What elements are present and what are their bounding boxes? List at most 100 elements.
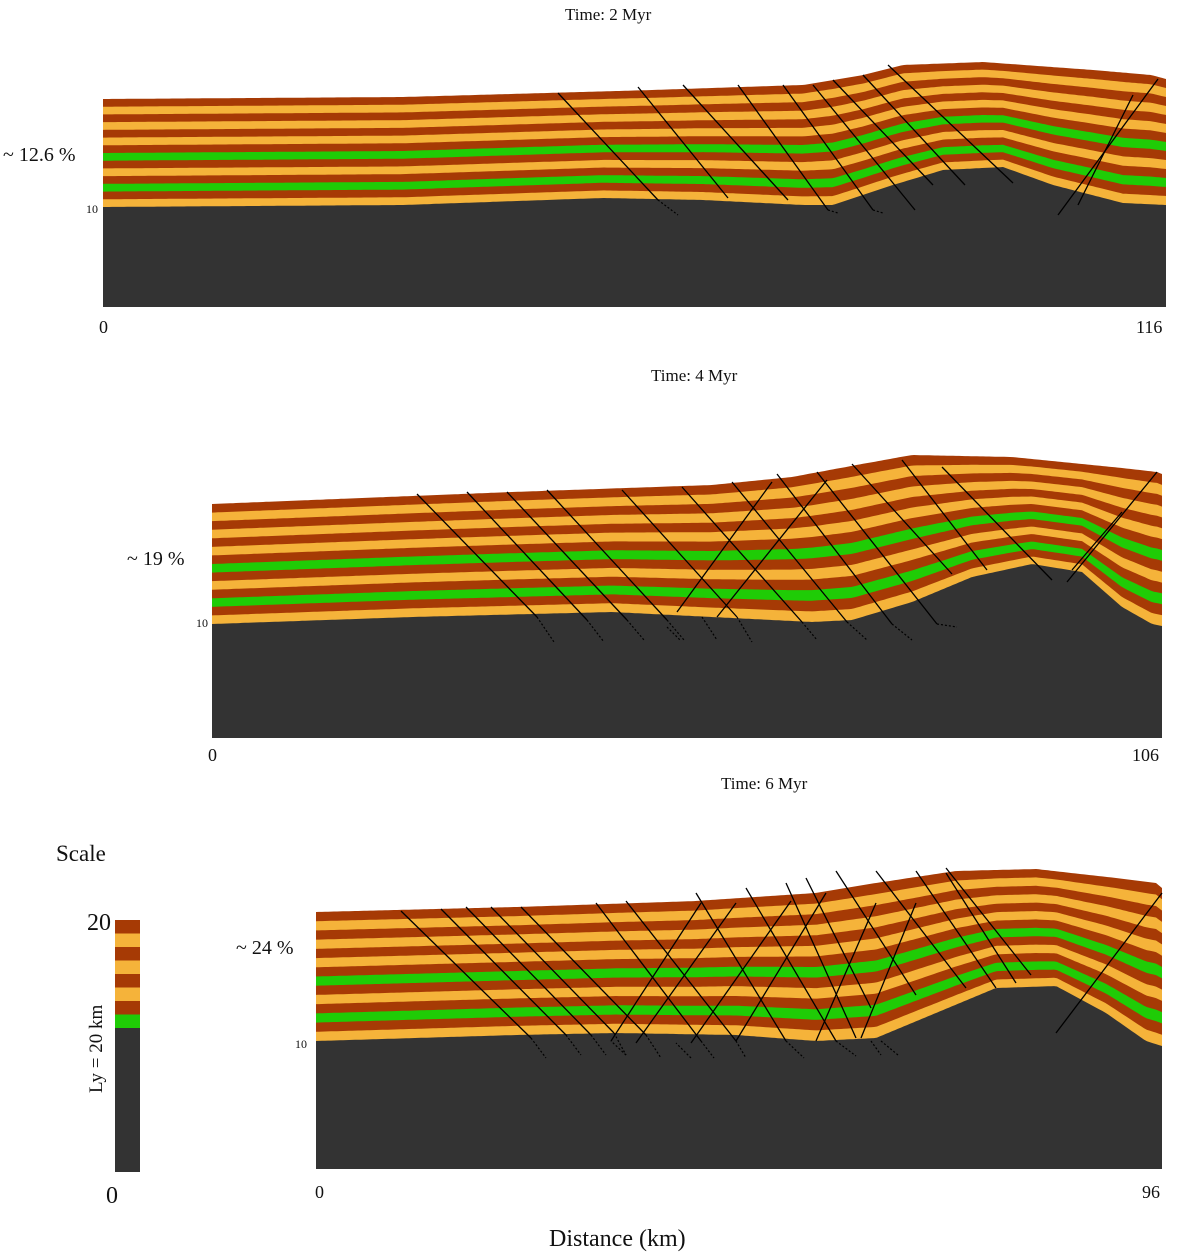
panel-3-fault-7 (625, 900, 737, 1042)
scale-layer-8 (115, 1014, 140, 1029)
panel-3-fault-extension-9 (835, 1040, 857, 1057)
panel-2-fault-11 (901, 459, 988, 571)
panel-2-fault-3 (506, 491, 628, 621)
panel-2-fault-6 (681, 486, 803, 623)
panel-3-fault-6 (595, 902, 702, 1042)
panel-1-layer-1 (103, 62, 1166, 108)
panel-3-shortening-label: ~ 24 % (236, 937, 294, 959)
panel-1-fault-7 (832, 79, 934, 186)
panel-1-x-end: 116 (1136, 317, 1163, 337)
panel-2-layer-6 (212, 496, 1162, 556)
panel-2-layer-9 (212, 519, 1162, 582)
panel-2-fault-1 (416, 493, 538, 618)
panel-2-fault-extension-11 (666, 626, 681, 641)
panel-2-fault-extension-8 (891, 623, 913, 641)
x-axis-label: Distance (km) (549, 1226, 686, 1252)
panel-3-fault-extension-8 (785, 1040, 805, 1059)
scale-layer-2 (115, 933, 140, 948)
panel-2-layer-12 (212, 541, 1162, 608)
panel-3-fault-1 (400, 910, 532, 1039)
scale-layer-4 (115, 960, 140, 975)
panel-3-fault-extension-13 (675, 1042, 692, 1059)
panel-1-layer-2 (103, 69, 1166, 115)
panel-2-layer-2 (212, 464, 1162, 522)
panel-2-fault-extension-7 (846, 621, 868, 641)
panel-2-layer-4 (212, 480, 1162, 539)
panel-1-fault-6 (812, 84, 916, 211)
panel-2-layer-5 (212, 488, 1162, 548)
panel-3-layer-9 (316, 936, 1162, 996)
panel-2-layer-14 (212, 556, 1162, 627)
panel-3-basement (316, 986, 1162, 1169)
scale-title: Scale (56, 841, 106, 866)
panel-2-fault-10 (851, 463, 953, 575)
panel-1-layer-3 (103, 77, 1166, 123)
panel-3-fault-13 (875, 870, 967, 989)
panel-1-depth-tick: 10 (86, 202, 98, 216)
panel-3-fault-extension-3 (590, 1034, 607, 1056)
panel-3-fault-19 (690, 900, 792, 1044)
panel-3-fault-extension-10 (870, 1040, 882, 1056)
panel-3-fault-3 (465, 906, 592, 1036)
panel-2-fault-extension-4 (666, 619, 685, 641)
panel-3-fault-extension-12 (610, 1040, 627, 1056)
scale-layer-1 (115, 920, 140, 934)
panel-3-fault-15 (945, 872, 1017, 984)
panel-1-fault-extension-2 (827, 209, 839, 214)
panel-1-basement (103, 167, 1166, 307)
panel-2-layer-13 (212, 549, 1162, 616)
panel-3-x-end: 96 (1142, 1182, 1160, 1202)
panel-2-fault-16 (716, 479, 828, 618)
panel-3-fault-18 (635, 902, 737, 1044)
panel-3-fault-9 (745, 887, 837, 1042)
panel-1-fault-9 (887, 64, 1014, 184)
panel-3-fault-10 (785, 882, 857, 1039)
panel-3-fault-20 (735, 892, 827, 1042)
scale-height-label: Ly = 20 km (86, 1004, 107, 1093)
panel-1-layer-4 (103, 84, 1166, 131)
panel-3-layer-10 (316, 944, 1162, 1005)
panel-1-fault-1 (557, 92, 659, 201)
panel-2-fault-13 (1066, 471, 1158, 583)
panel-3-layer-2 (316, 877, 1162, 931)
panel-3-layer-11 (316, 953, 1162, 1014)
panel-3-fault-12 (835, 870, 917, 996)
panel-1-x-start: 0 (99, 317, 108, 337)
panel-2-fault-12 (941, 466, 1053, 581)
panel-3-fault-16 (945, 867, 1032, 976)
panel-1-fault-extension-1 (657, 199, 679, 216)
panel-1-fault-5 (782, 84, 874, 211)
panel-1-fault-2 (637, 86, 729, 199)
panel-2-fault-5 (621, 489, 738, 618)
panel-2-layer-7 (212, 504, 1162, 565)
panel-3-fault-5 (520, 906, 647, 1036)
panel-3-layer-13 (316, 969, 1162, 1036)
panel-3-fault-22 (860, 902, 917, 1039)
panel-3-layer-8 (316, 927, 1162, 987)
panel-3-fault-extension-7 (735, 1040, 747, 1059)
panel-2-layer-11 (212, 534, 1162, 599)
panel-1-layer-9 (103, 122, 1166, 169)
panel-3-fault-extension-5 (645, 1034, 662, 1059)
panel-1-fault-8 (862, 74, 966, 186)
panel-2-fault-extension-1 (536, 616, 555, 643)
panel-3-x-start: 0 (315, 1182, 324, 1202)
panel-2-fault-extension-10 (701, 616, 718, 641)
scale-basement (115, 1028, 140, 1172)
panel-3-fault-4 (490, 906, 615, 1034)
panel-1-fault-3 (682, 84, 789, 201)
panel-2-fault-extension-3 (626, 619, 645, 641)
panel-3-fault-extension-6 (700, 1040, 715, 1059)
panel-3-fault-11 (805, 877, 872, 1009)
panel-2-shortening-label: ~ 19 % (127, 548, 185, 570)
panel-3-layer-7 (316, 919, 1162, 977)
panel-2-fault-8 (776, 473, 893, 625)
panel-3-fault-extension-4 (613, 1032, 627, 1056)
panel-3-fault-17 (610, 902, 702, 1042)
panel-2-layer-8 (212, 511, 1162, 574)
panel-2-fault-4 (546, 489, 668, 621)
panel-3-fault-extension-2 (565, 1034, 582, 1056)
panel-3-fault-23 (1055, 892, 1163, 1034)
panel-3-cross-section (316, 867, 1163, 1169)
panel-1-shortening-label: ~ 12.6 % (3, 144, 76, 166)
